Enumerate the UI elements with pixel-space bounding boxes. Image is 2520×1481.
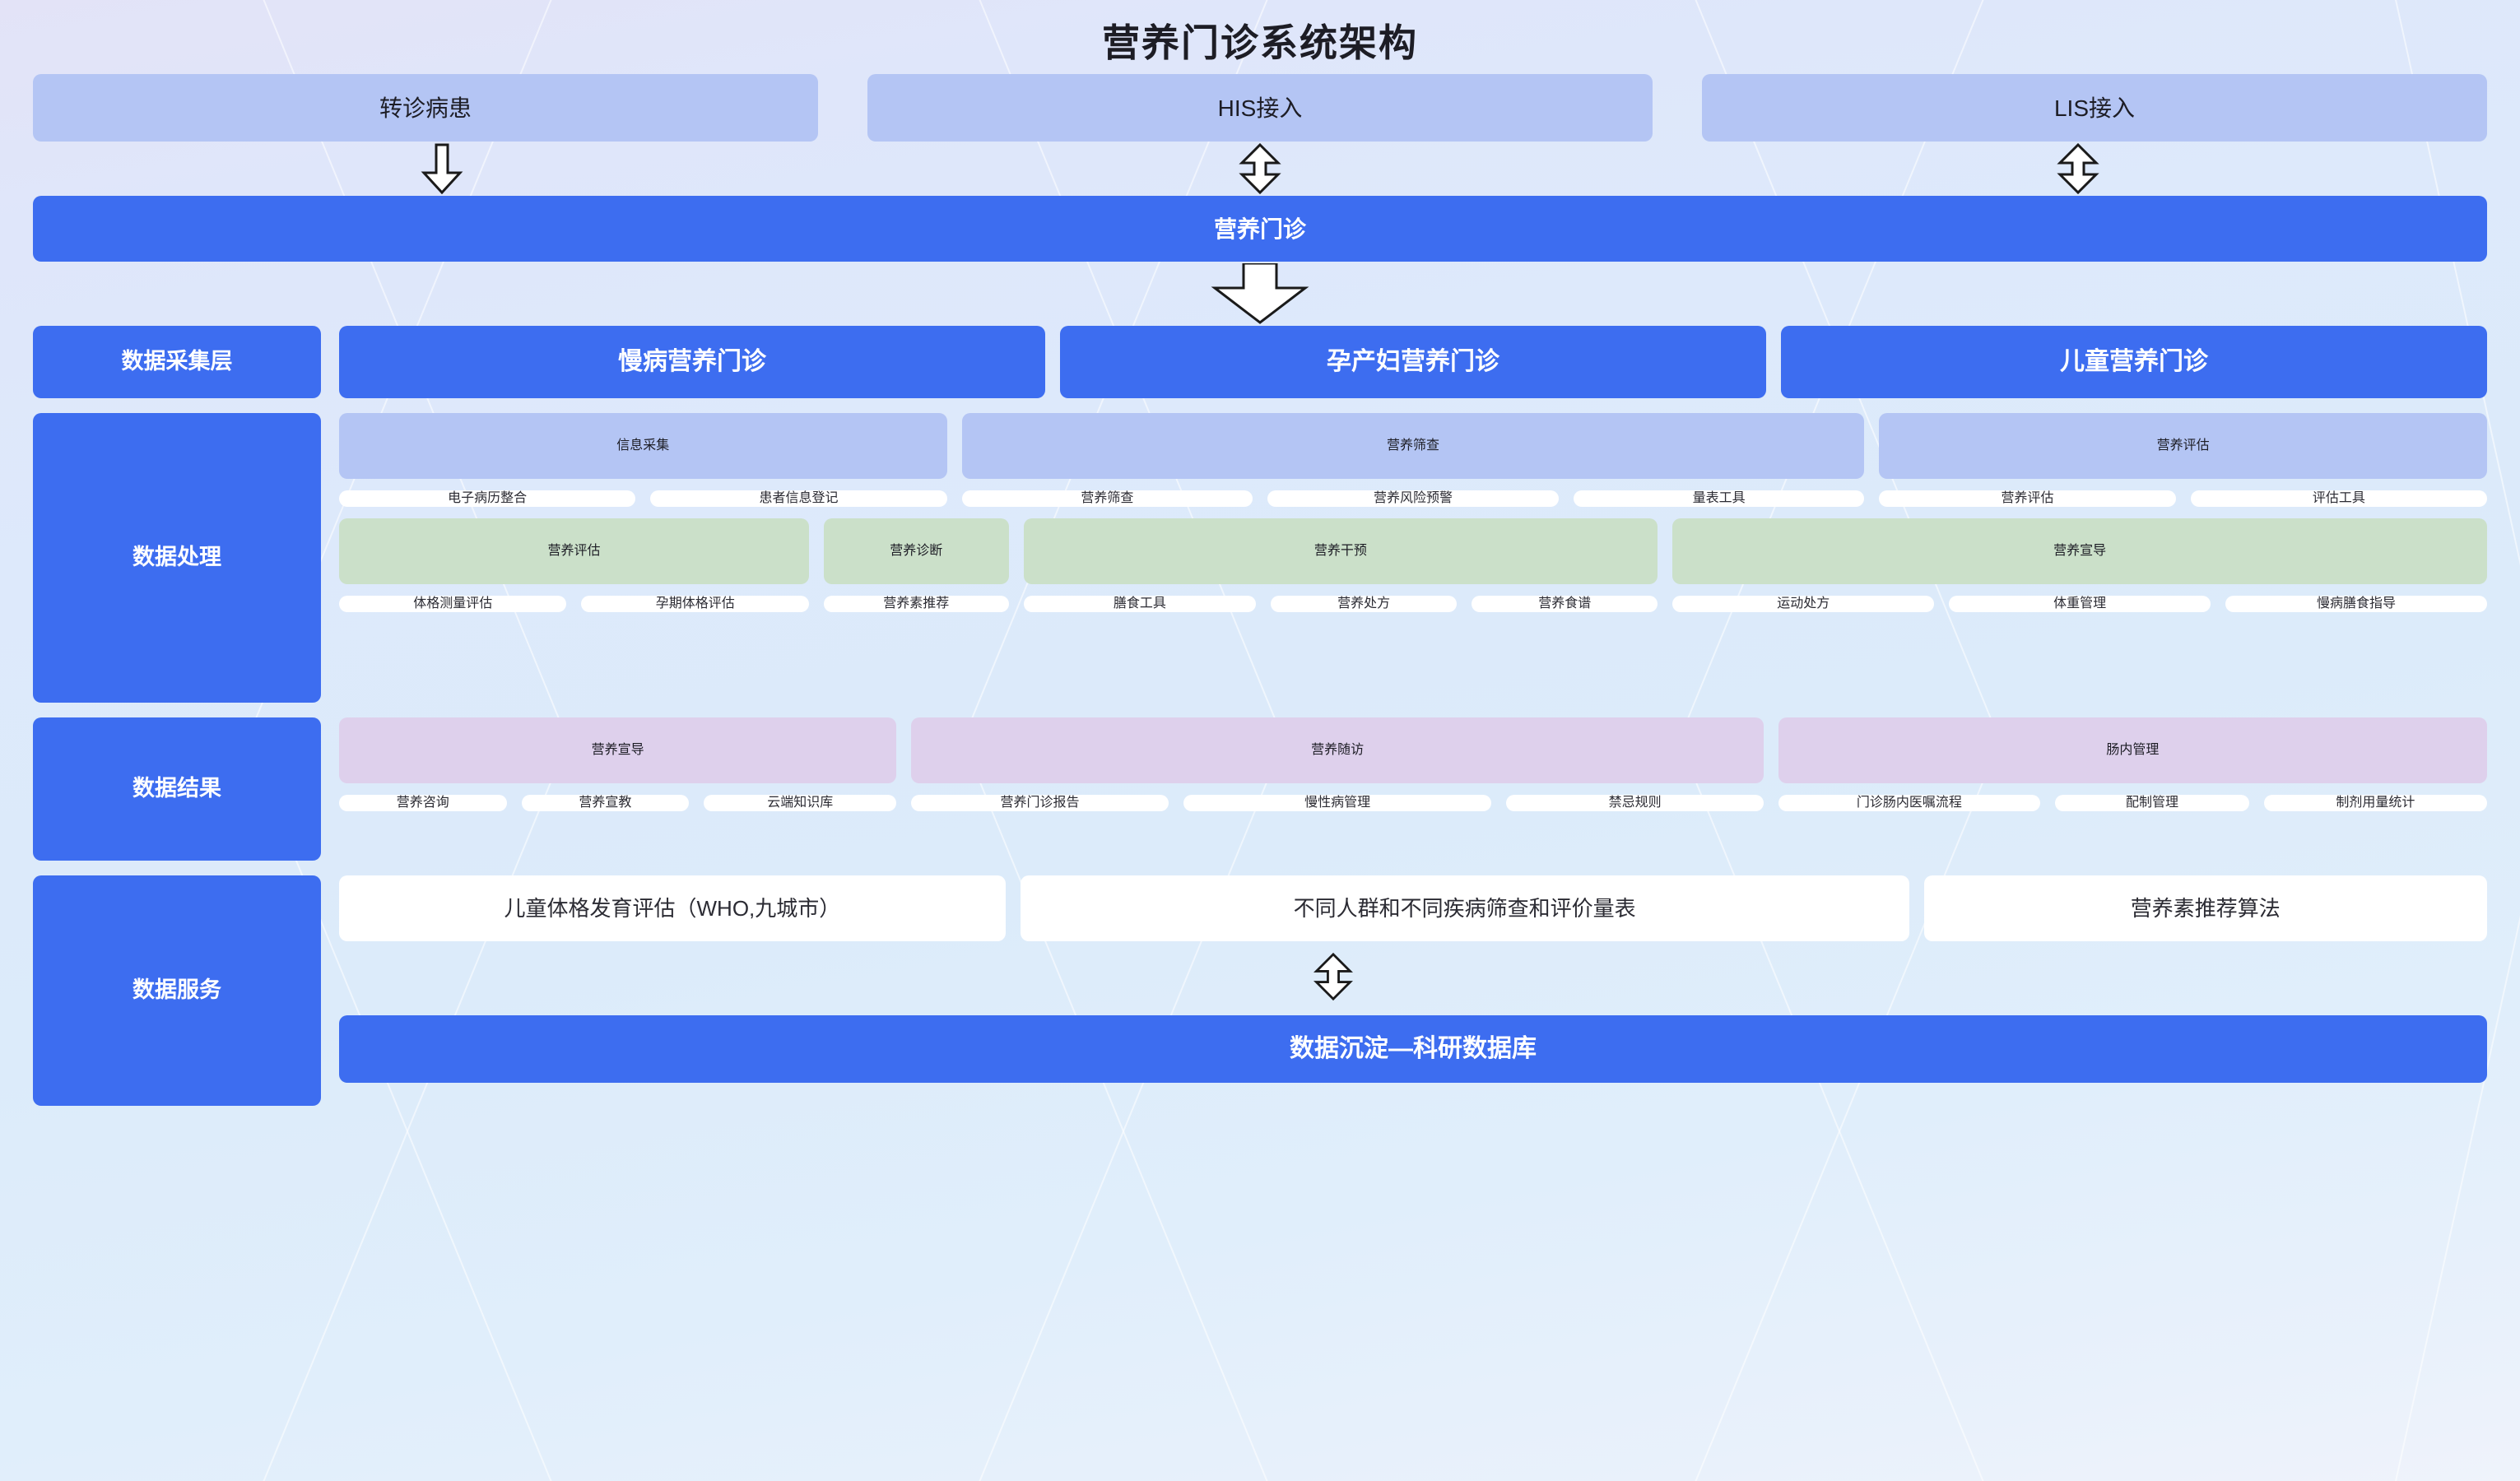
item-enteral-order-flow[interactable]: 门诊肠内医嘱流程 <box>1778 795 2041 811</box>
arrow-up-down-icon <box>2057 143 2099 194</box>
item-patient-registration[interactable]: 患者信息登记 <box>650 490 947 507</box>
group-items-diagnosis: 营养素推荐 <box>823 596 1009 612</box>
group-items-enteral: 门诊肠内医嘱流程 配制管理 制剂用量统计 <box>1778 795 2487 811</box>
arrow-slot-lis <box>1669 142 2487 196</box>
collection-item-maternal[interactable]: 孕产妇营养门诊 <box>1060 326 1766 398</box>
layer-data-processing: 数据处理 信息采集 电子病历整合 患者信息登记 营养筛查 营养筛查 营养风险预警 <box>33 413 2487 703</box>
research-database-bar[interactable]: 数据沉淀—科研数据库 <box>339 1015 2487 1083</box>
page-title: 营养门诊系统架构 <box>1102 21 1418 64</box>
item-diet-tool[interactable]: 膳食工具 <box>1023 596 1257 612</box>
processing-group-screening: 营养筛查 营养筛查 营养风险预警 量表工具 <box>961 413 1865 507</box>
service-arrow-band <box>339 952 2487 1005</box>
item-nutrition-consult[interactable]: 营养咨询 <box>339 795 507 811</box>
group-items-screening: 营养筛查 营养风险预警 量表工具 <box>961 490 1865 507</box>
arrow-up-down-icon <box>1239 143 1281 194</box>
item-nutrient-recommend[interactable]: 营养素推荐 <box>823 596 1009 612</box>
item-weight-management[interactable]: 体重管理 <box>1949 596 2211 612</box>
item-pregnancy-physique[interactable]: 孕期体格评估 <box>581 596 809 612</box>
layer-data-results: 数据结果 营养宣导 营养咨询 营养宣教 云端知识库 营养随访 营养门诊报告 慢性… <box>33 717 2487 861</box>
collection-item-chronic[interactable]: 慢病营养门诊 <box>339 326 1045 398</box>
item-contraindication-rules[interactable]: 禁忌规则 <box>1506 795 1764 811</box>
processing-group-row-b: 营养评估 体格测量评估 孕期体格评估 营养诊断 营养素推荐 营养干预 膳食工具 <box>339 518 2487 612</box>
collection-row: 慢病营养门诊 孕产妇营养门诊 儿童营养门诊 <box>339 326 2487 398</box>
item-preparation-mgmt[interactable]: 配制管理 <box>2055 795 2249 811</box>
results-group-followup: 营养随访 营养门诊报告 慢性病管理 禁忌规则 <box>911 717 1764 811</box>
group-items-intervention: 膳食工具 营养处方 营养食谱 <box>1023 596 1658 612</box>
results-group-enteral: 肠内管理 门诊肠内医嘱流程 配制管理 制剂用量统计 <box>1778 717 2487 811</box>
source-row: 转诊病患 HIS接入 LIS接入 <box>33 74 2487 142</box>
layer-label-collection[interactable]: 数据采集层 <box>33 326 321 398</box>
item-risk-alert[interactable]: 营养风险预警 <box>1267 490 1559 507</box>
group-header-education[interactable]: 营养宣导 <box>1672 518 2487 584</box>
group-header-diagnosis[interactable]: 营养诊断 <box>823 518 1009 584</box>
processing-group-intervention: 营养干预 膳食工具 营养处方 营养食谱 <box>1023 518 1658 612</box>
item-assessment-tool[interactable]: 评估工具 <box>2190 490 2487 507</box>
layer-data-collection: 数据采集层 慢病营养门诊 孕产妇营养门诊 儿童营养门诊 <box>33 326 2487 398</box>
arrow-down-large-icon <box>1211 263 1309 324</box>
item-preparation-usage-stats[interactable]: 制剂用量统计 <box>2263 795 2487 811</box>
results-group-education: 营养宣导 营养咨询 营养宣教 云端知识库 <box>339 717 897 811</box>
item-cloud-knowledge-base[interactable]: 云端知识库 <box>704 795 897 811</box>
item-scale-tool[interactable]: 量表工具 <box>1573 490 1865 507</box>
group-items-followup: 营养门诊报告 慢性病管理 禁忌规则 <box>911 795 1764 811</box>
group-items-info-collection: 电子病历整合 患者信息登记 <box>339 490 947 507</box>
item-emr-integration[interactable]: 电子病历整合 <box>339 490 636 507</box>
group-header-followup[interactable]: 营养随访 <box>911 717 1764 783</box>
arrow-slot-his <box>851 142 1669 196</box>
item-nutrition-education[interactable]: 营养宣教 <box>521 795 690 811</box>
clinic-arrow-band <box>33 262 2487 326</box>
group-header-info-collection[interactable]: 信息采集 <box>339 413 947 479</box>
layer-label-service[interactable]: 数据服务 <box>33 875 321 1106</box>
clinic-bar[interactable]: 营养门诊 <box>33 196 2487 262</box>
source-box-referral[interactable]: 转诊病患 <box>33 74 818 142</box>
layer-body-service: 儿童体格发育评估（WHO,九城市） 不同人群和不同疾病筛查和评价量表 营养素推荐… <box>339 875 2487 1106</box>
processing-group-assessment2: 营养评估 体格测量评估 孕期体格评估 <box>339 518 809 612</box>
item-chronic-diet-guide[interactable]: 慢病膳食指导 <box>2225 596 2487 612</box>
group-items-education: 运动处方 体重管理 慢病膳食指导 <box>1672 596 2487 612</box>
group-header-intervention[interactable]: 营养干预 <box>1023 518 1658 584</box>
layer-label-processing[interactable]: 数据处理 <box>33 413 321 703</box>
processing-group-row-a: 信息采集 电子病历整合 患者信息登记 营养筛查 营养筛查 营养风险预警 量表工具 <box>339 413 2487 507</box>
item-exercise-prescription[interactable]: 运动处方 <box>1672 596 1935 612</box>
service-row: 儿童体格发育评估（WHO,九城市） 不同人群和不同疾病筛查和评价量表 营养素推荐… <box>339 875 2487 941</box>
item-nutrition-assessment[interactable]: 营养评估 <box>1879 490 2176 507</box>
item-clinic-report[interactable]: 营养门诊报告 <box>911 795 1169 811</box>
service-item-population-scales[interactable]: 不同人群和不同疾病筛查和评价量表 <box>1020 875 1909 941</box>
service-item-nutrient-algorithm[interactable]: 营养素推荐算法 <box>1923 875 2487 941</box>
arrow-up-down-icon <box>1313 952 1353 1000</box>
layer-label-results[interactable]: 数据结果 <box>33 717 321 861</box>
service-arrow-position <box>1310 952 1356 1005</box>
item-nutrition-prescription[interactable]: 营养处方 <box>1271 596 1458 612</box>
group-header-result-education[interactable]: 营养宣导 <box>339 717 897 783</box>
processing-group-diagnosis: 营养诊断 营养素推荐 <box>823 518 1009 612</box>
source-arrow-band <box>33 142 2487 196</box>
layer-body-collection: 慢病营养门诊 孕产妇营养门诊 儿童营养门诊 <box>339 326 2487 398</box>
processing-group-assessment: 营养评估 营养评估 评估工具 <box>1879 413 2487 507</box>
layer-body-results: 营养宣导 营养咨询 营养宣教 云端知识库 营养随访 营养门诊报告 慢性病管理 禁… <box>339 717 2487 861</box>
arrow-slot-referral <box>33 142 851 196</box>
item-nutrition-recipe[interactable]: 营养食谱 <box>1472 596 1658 612</box>
source-box-his[interactable]: HIS接入 <box>867 74 1653 142</box>
layer-body-processing: 信息采集 电子病历整合 患者信息登记 营养筛查 营养筛查 营养风险预警 量表工具 <box>339 413 2487 703</box>
service-item-child-growth[interactable]: 儿童体格发育评估（WHO,九城市） <box>339 875 1006 941</box>
group-header-screening[interactable]: 营养筛查 <box>961 413 1865 479</box>
arrow-down-icon <box>421 143 463 194</box>
source-box-lis[interactable]: LIS接入 <box>1702 74 2487 142</box>
item-nutrition-screening[interactable]: 营养筛查 <box>961 490 1253 507</box>
item-chronic-disease-mgmt[interactable]: 慢性病管理 <box>1183 795 1492 811</box>
group-items-result-education: 营养咨询 营养宣教 云端知识库 <box>339 795 897 811</box>
group-header-assessment[interactable]: 营养评估 <box>1879 413 2487 479</box>
item-anthropometric[interactable]: 体格测量评估 <box>339 596 567 612</box>
results-group-row: 营养宣导 营养咨询 营养宣教 云端知识库 营养随访 营养门诊报告 慢性病管理 禁… <box>339 717 2487 811</box>
processing-group-info-collection: 信息采集 电子病历整合 患者信息登记 <box>339 413 947 507</box>
group-header-enteral[interactable]: 肠内管理 <box>1778 717 2487 783</box>
layer-data-service: 数据服务 儿童体格发育评估（WHO,九城市） 不同人群和不同疾病筛查和评价量表 … <box>33 875 2487 1106</box>
group-header-assessment2[interactable]: 营养评估 <box>339 518 809 584</box>
group-items-assessment: 营养评估 评估工具 <box>1879 490 2487 507</box>
group-items-assessment2: 体格测量评估 孕期体格评估 <box>339 596 809 612</box>
processing-group-education: 营养宣导 运动处方 体重管理 慢病膳食指导 <box>1672 518 2487 612</box>
collection-item-child[interactable]: 儿童营养门诊 <box>1781 326 2487 398</box>
